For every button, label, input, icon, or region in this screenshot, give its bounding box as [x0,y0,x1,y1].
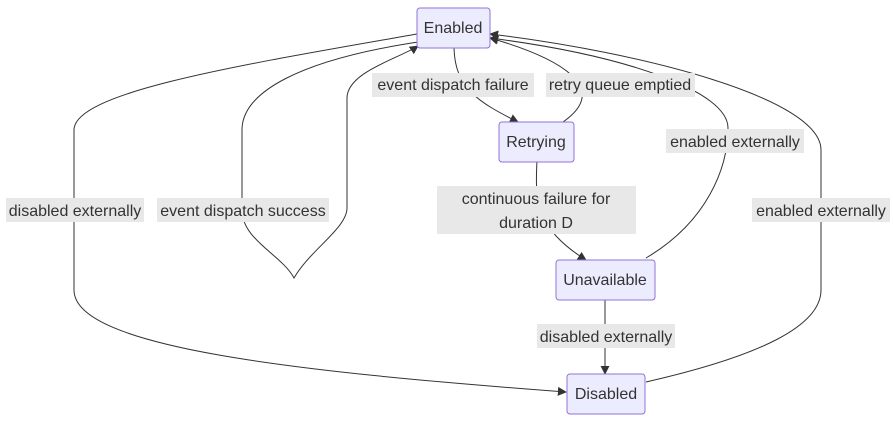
state-retrying[interactable]: Retrying [498,121,575,163]
label-event-dispatch-failure: event dispatch failure [372,73,534,97]
label-retry-queue-emptied: retry queue emptied [546,73,695,97]
state-enabled[interactable]: Enabled [416,7,491,49]
label-enabled-externally-far-right-text: enabled externally [756,203,886,220]
label-enabled-externally-far-right: enabled externally [752,198,890,222]
edge-disabled-to-enabled [489,30,822,383]
state-unavailable-label: Unavailable [563,272,647,289]
label-event-dispatch-failure-text: event dispatch failure [377,77,528,94]
label-disabled-externally-bottom: disabled externally [537,324,675,348]
state-disabled[interactable]: Disabled [566,373,646,415]
label-enabled-externally-right-text: enabled externally [670,134,800,151]
state-retrying-label: Retrying [506,134,566,151]
label-continuous-failure: continuous failure for duration D [437,186,636,234]
label-disabled-externally-left: disabled externally [6,198,144,222]
state-disabled-label: Disabled [575,386,637,403]
label-continuous-failure-line1: continuous failure for [462,191,611,208]
label-disabled-externally-left-text: disabled externally [9,203,142,220]
label-continuous-failure-line2: duration D [499,215,573,232]
edge-unavailable-to-enabled [489,34,729,259]
edge-enabled-self-success [241,41,419,280]
label-enabled-externally-right: enabled externally [666,129,804,153]
state-unavailable[interactable]: Unavailable [555,259,656,301]
label-event-dispatch-success-text: event dispatch success [160,203,325,220]
label-disabled-externally-bottom-text: disabled externally [540,329,673,346]
label-event-dispatch-success: event dispatch success [157,198,329,222]
edge-enabled-to-disabled [73,33,567,396]
edges [73,30,822,396]
label-retry-queue-emptied-text: retry queue emptied [549,77,691,94]
state-enabled-label: Enabled [424,20,483,37]
